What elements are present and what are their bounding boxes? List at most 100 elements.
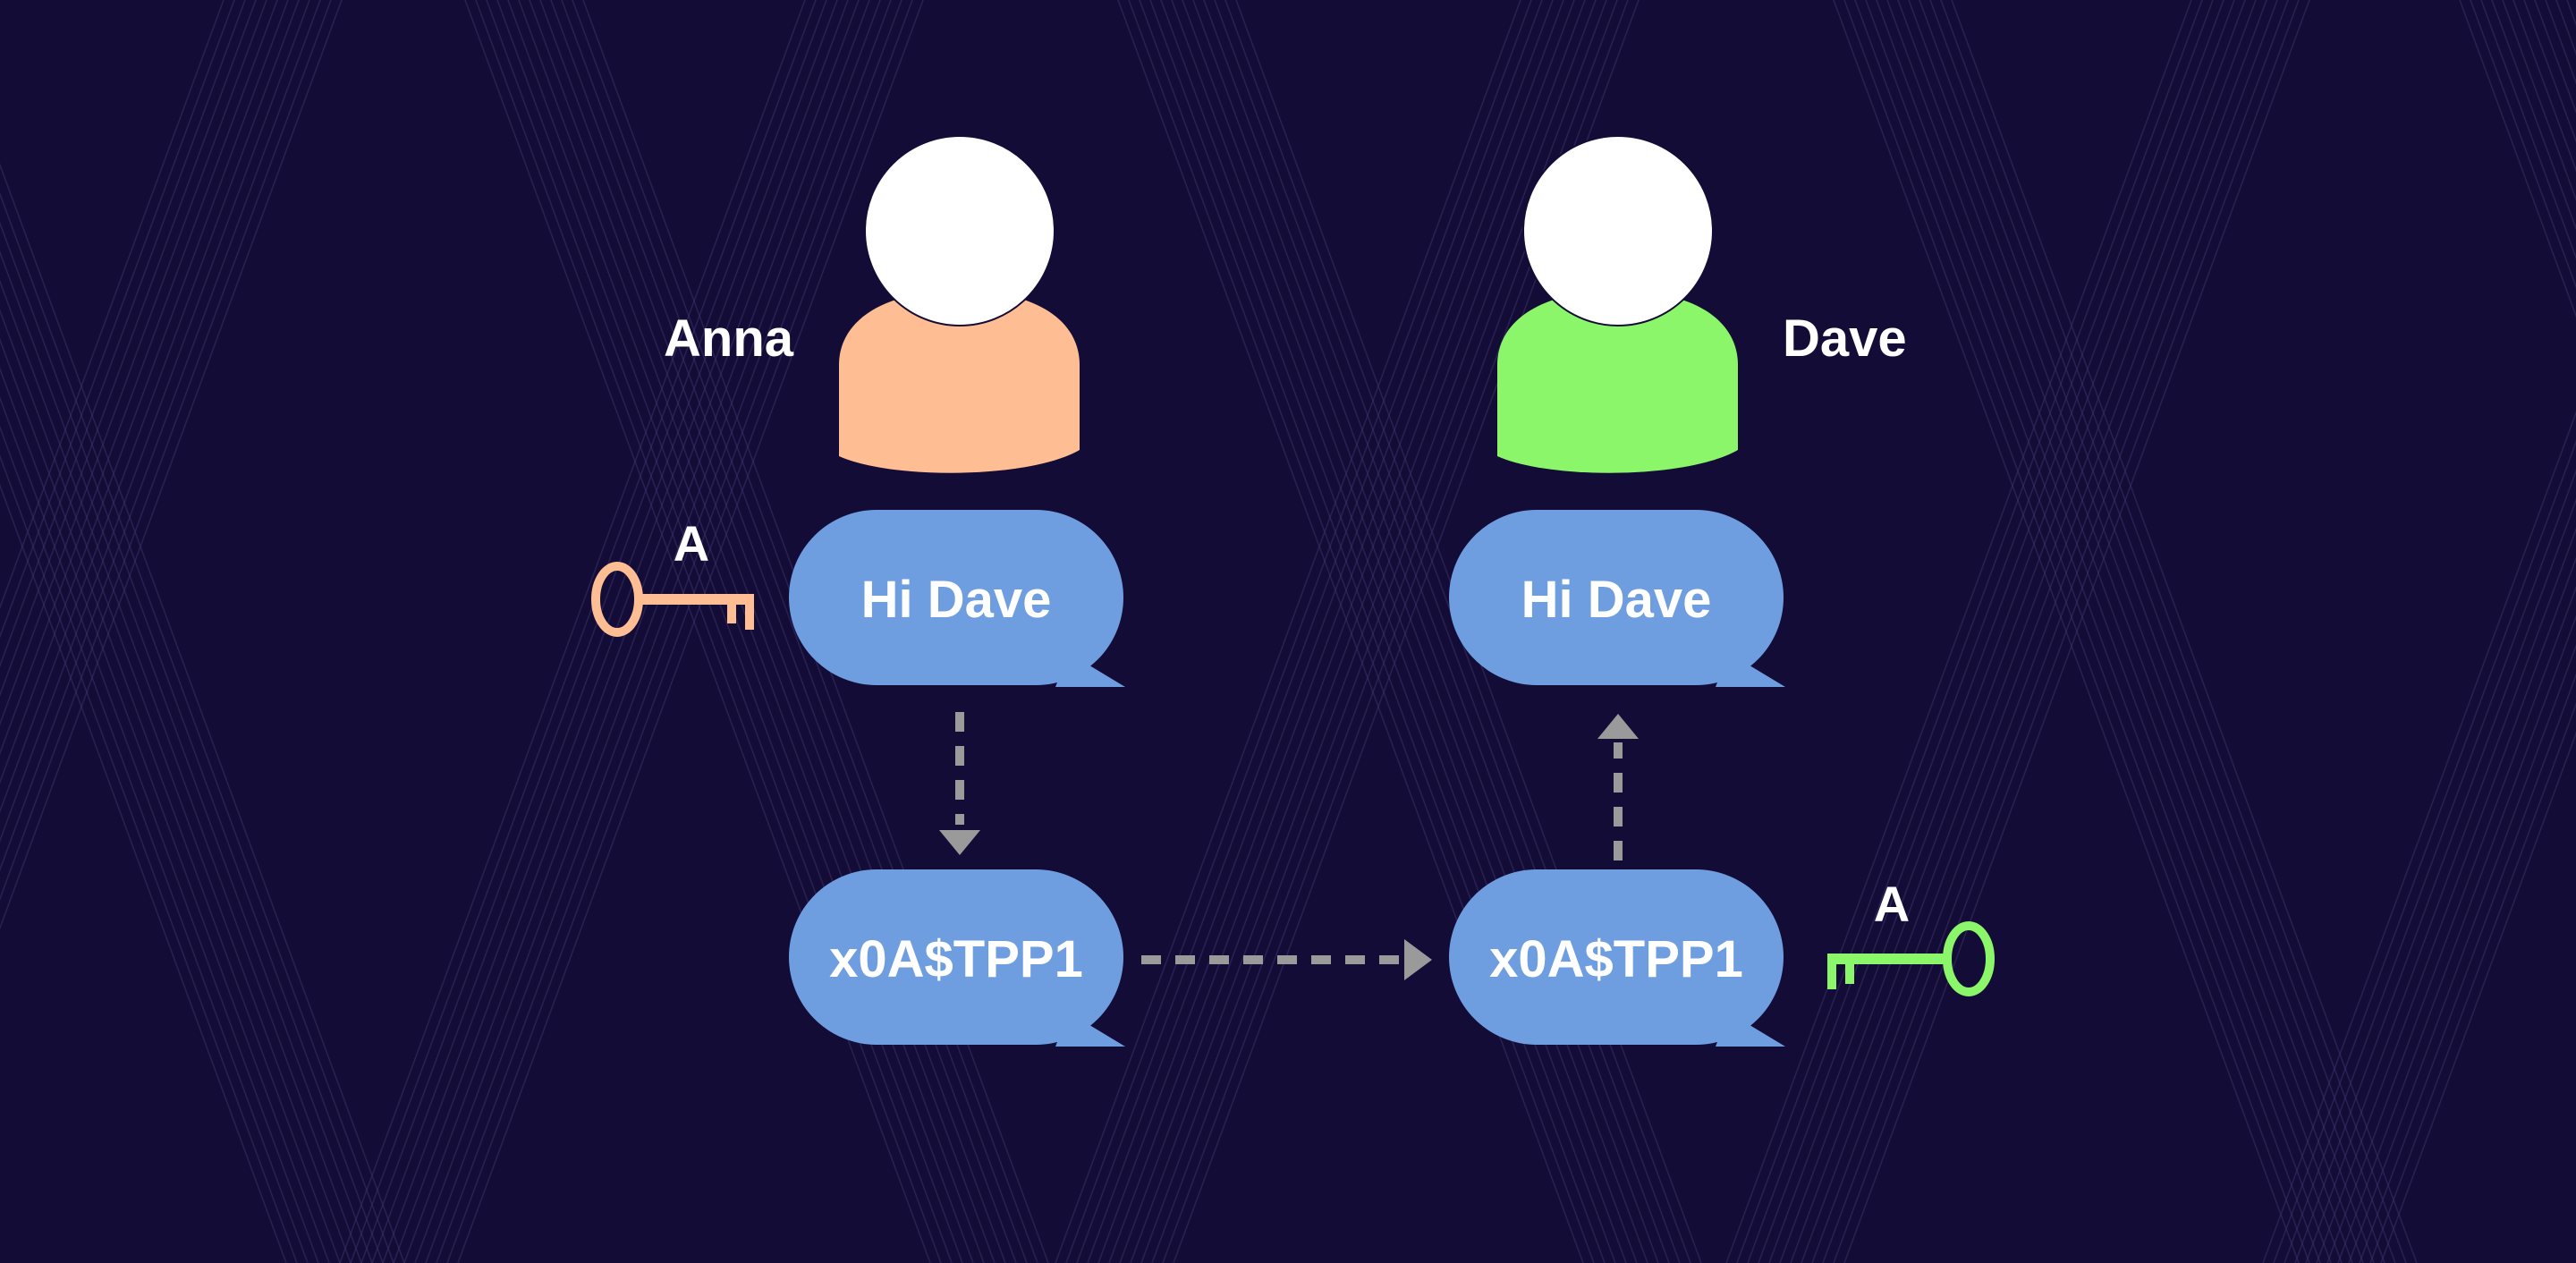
background-line [0,0,267,726]
background-line [1119,0,1586,1263]
background-line [1725,0,2192,1263]
background-line [2316,556,2576,1263]
background-line [0,221,384,1263]
background-line [0,0,246,668]
background-line [1097,0,1564,1263]
background-line [2459,0,2576,318]
background-line [1779,0,2246,1263]
background-line [1149,0,1616,1263]
background-line [0,425,309,1263]
background-line [475,0,942,1263]
background-line [414,0,881,1263]
background-line [2480,0,2576,260]
dave-ciphertext-text: x0A$TPP1 [1489,930,1743,988]
background-line [1160,0,1627,1263]
background-line [0,0,310,843]
dave-body [1497,291,1738,473]
background-line [1203,0,1670,1263]
arrow-down-icon [939,712,980,855]
background-line [339,0,806,1263]
dave-plaintext-bubble: Hi Dave [1449,510,1785,687]
background-line [0,0,225,610]
background-line [1182,0,1648,1263]
anna-person-icon [839,135,1080,473]
background-line [1747,0,2214,1263]
background-line [0,0,332,902]
background-line [1908,0,2375,1263]
background-line [457,0,924,1263]
background-line [2284,469,2576,1263]
background-line [0,367,330,1263]
anna-plaintext-text: Hi Dave [861,571,1052,629]
arrow-up-icon [1597,714,1639,860]
background-line [0,337,341,1263]
background-line [518,0,985,1263]
background-line [2273,439,2576,1263]
dave-name-label: Dave [1783,309,1907,368]
background-line [2491,0,2576,231]
background-line [1833,0,2300,1263]
anna-head [864,135,1055,326]
background-line [1822,0,2289,1263]
background-line [496,0,963,1263]
background-line [2470,0,2576,289]
background-line [1214,0,1681,1263]
background-line [403,0,870,1263]
background-line [1758,0,2224,1263]
background-line [1192,0,1659,1263]
background-line [0,250,373,1263]
background-line [446,0,913,1263]
background-line [1076,0,1543,1263]
background-line [464,0,931,1263]
background-line [0,0,235,639]
background-line [0,0,257,697]
background-line [1736,0,2203,1263]
background-line [1951,0,2418,1263]
background-line [1171,0,1638,1263]
dave-plaintext-text: Hi Dave [1521,571,1712,629]
background-line [1940,0,2407,1263]
background-line [0,279,362,1263]
background-line [0,191,394,1263]
background-line [1790,0,2257,1263]
background-line [0,0,321,872]
background-line [486,0,953,1263]
background-line [1055,0,1521,1263]
anna-key-label: A [674,515,709,572]
background-line [1117,0,1584,1263]
background-line [1108,0,1575,1263]
background-line [0,0,289,784]
anna-key-icon [591,562,754,637]
background-line [1854,0,2321,1263]
background-line [2369,702,2576,1263]
background-line [1768,0,2235,1263]
background-line [0,309,352,1263]
background-line [0,454,298,1263]
background-line [1886,0,2353,1263]
background-line [0,163,405,1263]
background-line [0,0,300,814]
dave-key-icon [1827,921,1995,996]
background-line [360,0,827,1263]
background-line [0,396,319,1263]
background-line [1128,0,1595,1263]
background-line [1087,0,1554,1263]
background-line [1897,0,2364,1263]
arrow-right-icon [1141,939,1432,980]
background-line [2359,673,2576,1263]
anna-name-label: Anna [664,309,794,368]
background-line [1139,0,1606,1263]
background-line [1065,0,1532,1263]
background-line [2337,615,2576,1263]
background-line [1865,0,2332,1263]
background-line [1929,0,2396,1263]
background-line [1919,0,2385,1263]
background-line [1130,0,1597,1263]
background-line [0,0,343,930]
background-line [1801,0,2267,1263]
background-line [0,0,278,756]
background-line [425,0,892,1263]
